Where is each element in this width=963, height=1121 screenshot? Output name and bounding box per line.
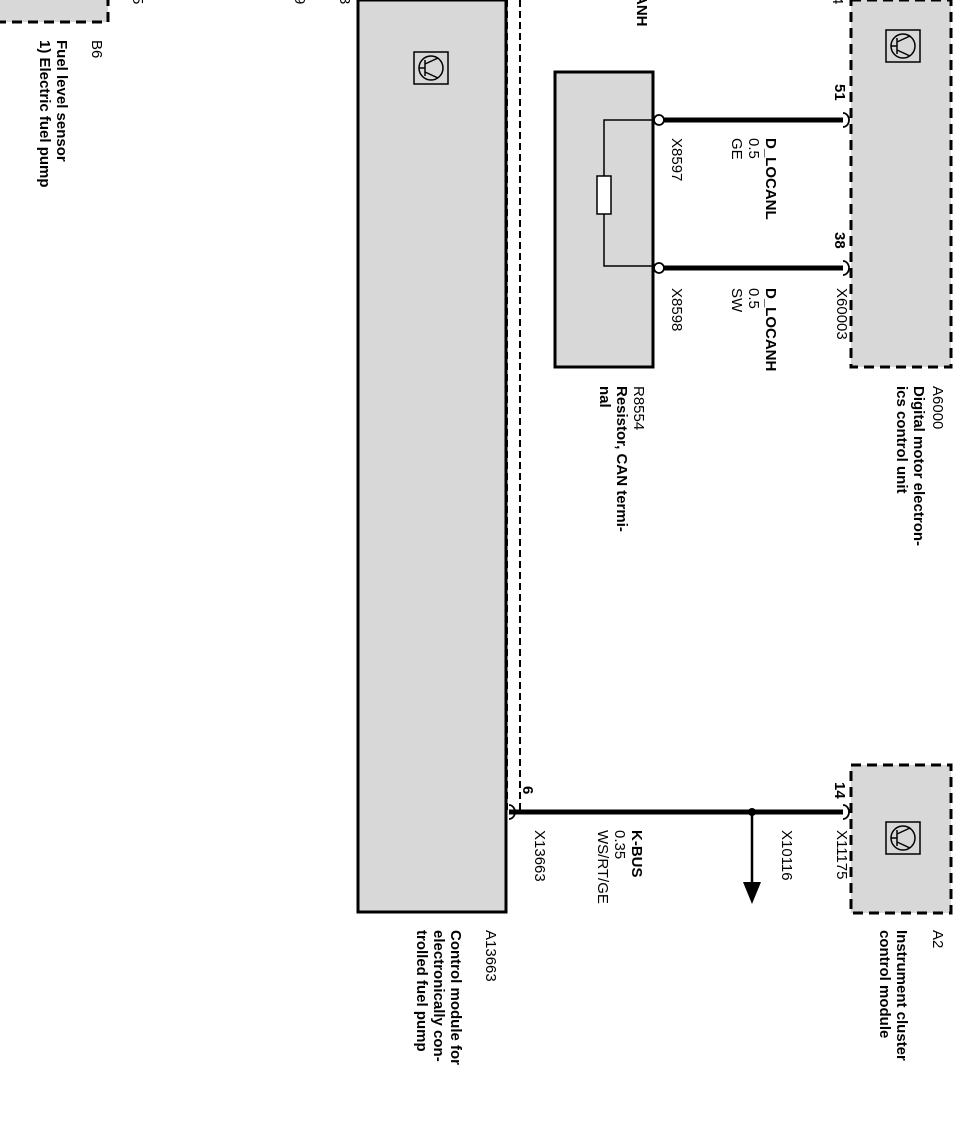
component-a2[interactable]	[849, 763, 953, 915]
arrow-down-icon	[743, 812, 761, 904]
wire-locanh-name: D_LOCANH	[762, 288, 779, 371]
connector-x10116: X10116	[778, 830, 795, 881]
wire-locanh-size: 0.5	[745, 288, 762, 309]
pin-9-partial: 9	[291, 0, 308, 4]
wire-kbus-color: WS/RT/GE	[594, 830, 611, 904]
wire-k-bus[interactable]	[508, 804, 850, 820]
wire-d-locanh[interactable]	[653, 260, 850, 276]
pin-38: 38	[831, 232, 848, 249]
transistor-symbol-icon	[885, 821, 921, 855]
resistor-icon	[596, 175, 612, 215]
wire-kbus-name: K-BUS	[628, 830, 645, 878]
pin-14: 14	[831, 782, 848, 799]
wire-d-locanl[interactable]	[653, 112, 850, 128]
wire-kbus-size: 0.35	[611, 830, 628, 859]
a6000-desc-1: Digital motor electron-	[910, 386, 927, 546]
r8554-desc-2: nal	[596, 386, 613, 408]
b6-id: B6	[88, 40, 105, 58]
pin-4-partial: 4	[829, 0, 846, 4]
wire-locanl-name: D_LOCANL	[762, 138, 779, 220]
b6-desc-1: Fuel level sensor	[53, 40, 70, 162]
wire-locanl-size: 0.5	[745, 138, 762, 159]
a13663-desc-2: electronically con-	[430, 930, 447, 1062]
connector-x13663: X13663	[531, 830, 548, 882]
component-a6000[interactable]	[849, 0, 953, 369]
connector-socket-14	[842, 804, 850, 820]
transistor-symbol-icon	[413, 51, 449, 85]
a6000-desc-2: ics control unit	[893, 386, 910, 494]
r8554-desc-1: Resistor, CAN termi-	[613, 386, 630, 532]
component-b6[interactable]	[0, 0, 110, 24]
a2-id: A2	[929, 930, 946, 948]
connector-socket-38	[842, 260, 850, 276]
a13663-desc-1: Control module for	[447, 930, 464, 1065]
connector-x8598: X8598	[668, 288, 685, 331]
wire-canh-partial: ANH	[633, 0, 650, 27]
component-a13663[interactable]	[356, 0, 521, 914]
a2-desc-2: control module	[876, 930, 893, 1038]
component-r8554[interactable]	[553, 70, 659, 369]
pin-6: 6	[519, 786, 536, 794]
connector-socket-6	[508, 804, 516, 820]
connector-pin-x8597	[653, 114, 665, 126]
connector-x11175: X11175	[833, 830, 850, 880]
pin-3-partial: 3	[336, 0, 353, 4]
b6-desc-2: 1) Electric fuel pump	[36, 40, 53, 188]
a13663-desc-3: trolled fuel pump	[413, 930, 430, 1052]
a6000-id: A6000	[929, 386, 946, 429]
r8554-id: R8554	[630, 386, 647, 430]
wire-locanh-color: SW	[728, 288, 745, 313]
connector-x8597: X8597	[668, 138, 685, 181]
connector-socket-51	[842, 112, 850, 128]
pin-51: 51	[831, 84, 848, 101]
connector-pin-x8598	[653, 262, 665, 274]
a2-desc-1: Instrument cluster	[893, 930, 910, 1061]
connector-x60003: X60003	[833, 288, 850, 340]
pin-5-partial: 5	[129, 0, 146, 4]
a13663-id: A13663	[482, 930, 499, 982]
transistor-symbol-icon	[885, 29, 921, 63]
wire-locanl-color: GE	[728, 138, 745, 160]
